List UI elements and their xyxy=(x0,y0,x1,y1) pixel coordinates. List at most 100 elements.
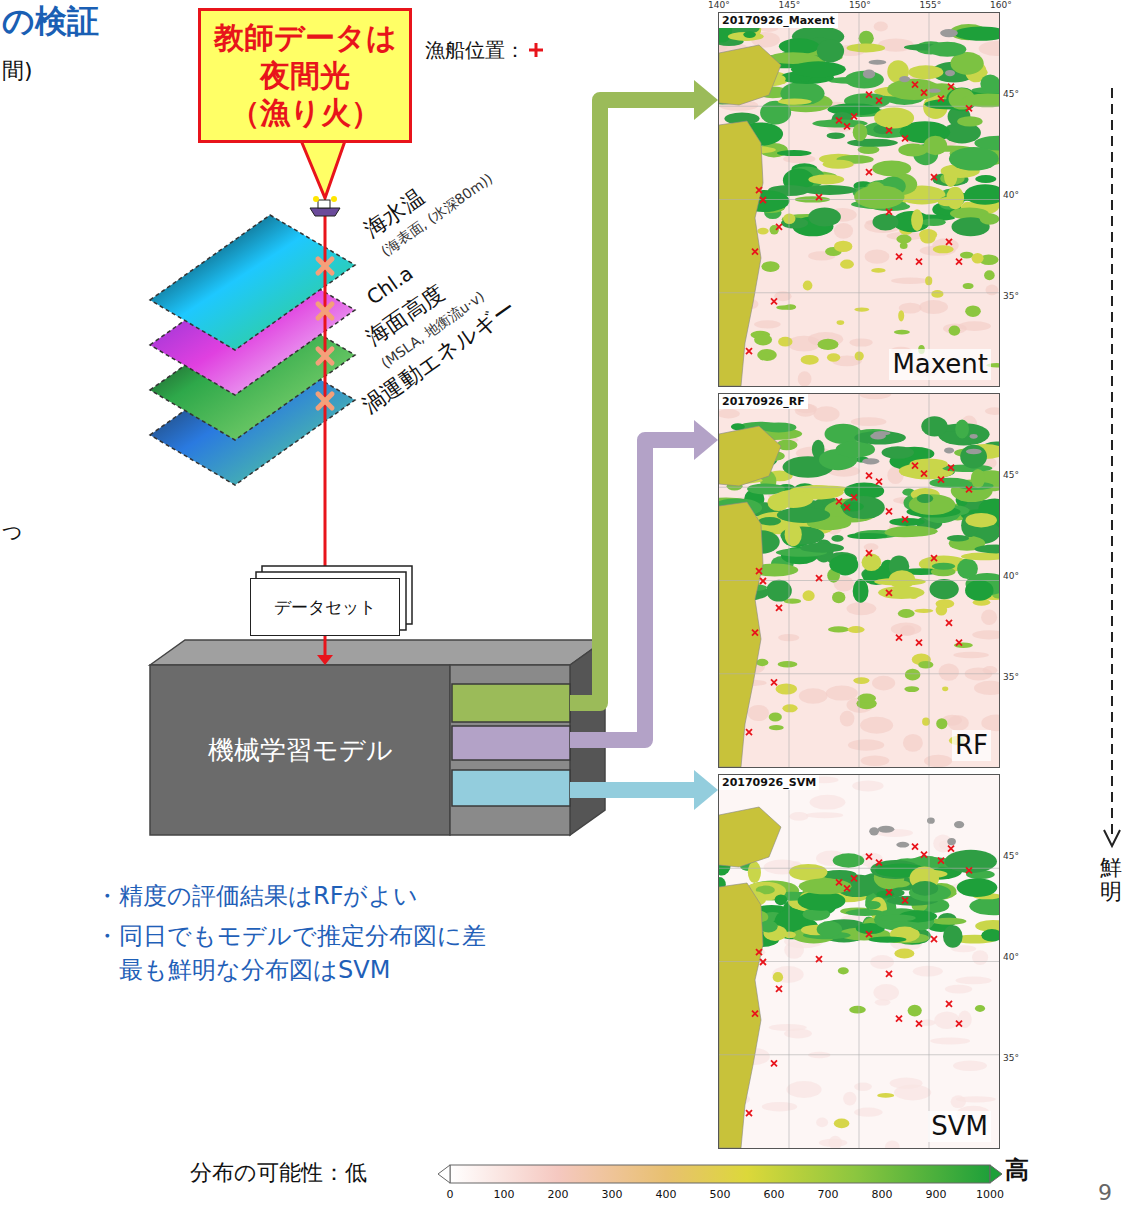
map-habitat xyxy=(946,187,964,210)
boat-mark xyxy=(752,1011,758,1017)
map-habitat xyxy=(886,526,937,537)
map-patch xyxy=(949,326,961,336)
boat-mark xyxy=(902,135,908,141)
map-habitat xyxy=(823,160,854,169)
map-title: 20170926_RF xyxy=(719,394,808,409)
map-patch xyxy=(776,305,795,310)
map-habitat xyxy=(759,517,782,525)
map-habitat xyxy=(929,579,958,599)
map-cloud xyxy=(869,60,887,65)
map-patch xyxy=(761,261,779,272)
map-mottle xyxy=(874,22,888,32)
boat-mark xyxy=(836,879,842,885)
map-mottle xyxy=(859,394,891,399)
map-patch xyxy=(803,280,813,290)
boat-mark xyxy=(851,494,857,500)
map-mottle xyxy=(870,955,894,969)
map-patch xyxy=(832,592,845,604)
map-habitat xyxy=(808,208,841,227)
map-patch xyxy=(853,677,869,684)
boat-mark xyxy=(912,463,918,469)
map-grid xyxy=(929,13,930,386)
map-habitat xyxy=(960,445,987,469)
cut-text: 間) xyxy=(2,58,33,84)
boat-mark xyxy=(886,127,892,133)
boat-mark xyxy=(776,986,782,992)
map-land xyxy=(719,807,781,867)
map-patch xyxy=(908,1005,922,1017)
map-habitat xyxy=(748,861,761,883)
axis-label: 35° xyxy=(1003,291,1019,302)
colorbar-label: 高 xyxy=(1005,1156,1029,1185)
map-habitat xyxy=(808,175,844,185)
boat-mark xyxy=(946,620,952,626)
map-mottle xyxy=(852,780,883,791)
map-mottle xyxy=(848,739,884,750)
flow-arrow xyxy=(570,770,718,810)
map-mottle xyxy=(799,688,828,704)
map-mottle xyxy=(851,417,887,426)
trend-label: 鮮明 xyxy=(1100,856,1122,904)
map-habitat xyxy=(922,219,946,227)
map-patch xyxy=(827,353,840,361)
map-cloud xyxy=(870,433,886,440)
axis-label: 40° xyxy=(1003,952,1019,963)
map-patch xyxy=(933,245,954,253)
map-cloud xyxy=(928,89,941,93)
map-habitat xyxy=(947,535,969,541)
map-habitat xyxy=(865,901,881,909)
map-habitat xyxy=(829,555,857,574)
map-mottle xyxy=(789,812,808,821)
map-mottle xyxy=(951,1095,966,1108)
map-mottle xyxy=(974,681,999,695)
map-habitat xyxy=(785,523,802,547)
map-mottle xyxy=(958,321,991,331)
map-mottle xyxy=(860,717,893,734)
map-sea xyxy=(719,13,999,386)
tick-label: 200 xyxy=(538,1188,578,1201)
boat-mark xyxy=(886,971,892,977)
map-patch xyxy=(838,967,849,974)
map-patch xyxy=(773,972,783,982)
map-habitat xyxy=(831,535,843,542)
map-mottle xyxy=(985,407,999,415)
boat-mark xyxy=(746,729,752,735)
boat-mark xyxy=(776,605,782,611)
flow-arrow xyxy=(317,636,333,665)
boat-mark xyxy=(771,1060,777,1066)
arrow-line xyxy=(570,782,695,798)
axis-label: 155° xyxy=(920,0,942,11)
map-habitat xyxy=(858,146,880,154)
map-patch xyxy=(834,1119,850,1129)
map-habitat xyxy=(847,139,898,147)
page-number: 9 xyxy=(1098,1180,1112,1206)
axis-label: 35° xyxy=(1003,1053,1019,1064)
map-mottle xyxy=(847,602,877,615)
boat-mark xyxy=(896,635,902,641)
map-patch xyxy=(914,609,933,613)
document-box: データセット xyxy=(250,578,400,636)
map-cloud xyxy=(869,827,879,835)
colorbar-label: 分布の可能性：低 xyxy=(190,1160,367,1186)
map-habitat xyxy=(882,446,914,459)
model-box: 機械学習モデル xyxy=(150,665,570,835)
model-name: SVM xyxy=(928,1111,991,1142)
map-habitat xyxy=(817,921,842,937)
map-habitat xyxy=(822,870,856,880)
map-panel: 20170926_MaxentMaxent xyxy=(718,12,1000,387)
map-habitat xyxy=(962,93,999,107)
boat-mark xyxy=(844,504,850,510)
map-mottle xyxy=(829,1136,842,1148)
map-patch xyxy=(904,686,919,692)
map-patch xyxy=(757,349,777,361)
map-habitat xyxy=(955,419,969,438)
axis-label: 45° xyxy=(1003,89,1019,100)
boat-mark xyxy=(771,298,777,304)
boat-mark xyxy=(746,348,752,354)
boat-mark xyxy=(916,640,922,646)
map-patch xyxy=(898,609,915,618)
map-patch xyxy=(754,334,772,345)
arrow-head xyxy=(317,655,333,665)
map-patch xyxy=(769,725,784,730)
map-cloud xyxy=(862,458,879,464)
